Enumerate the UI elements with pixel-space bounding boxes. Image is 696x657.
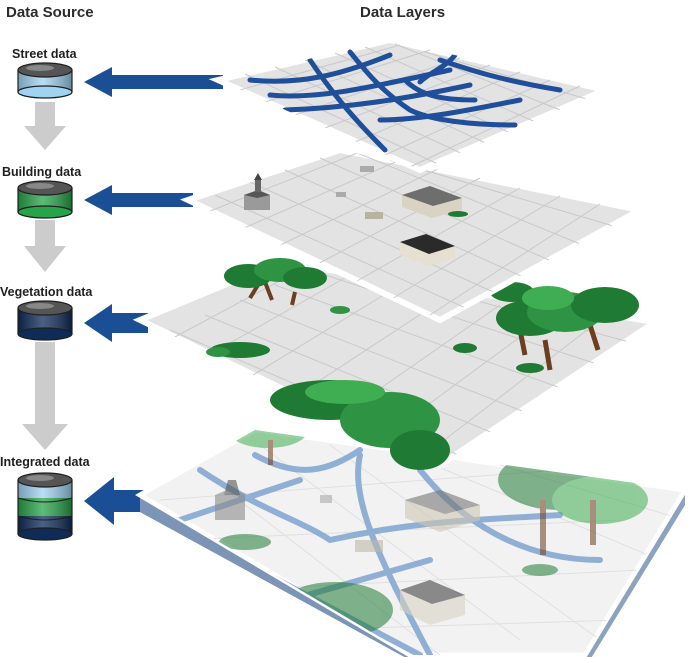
flow-arrow-2	[24, 220, 66, 272]
tree-cluster-left	[224, 258, 327, 306]
integrated-data-label: Integrated data	[0, 455, 90, 469]
flow-arrow-1	[24, 102, 66, 150]
building-data-label: Building data	[2, 165, 82, 179]
flow-arrow-3	[22, 342, 68, 450]
house-dark-roof	[400, 234, 455, 266]
house-large	[402, 186, 468, 218]
tree-cluster-right	[490, 282, 639, 373]
street-data-label: Street data	[12, 47, 77, 61]
vegetation-layer-arrow	[84, 304, 148, 342]
vegetation-layer	[132, 258, 664, 470]
street-database-icon	[17, 62, 73, 99]
data-source-header: Data Source	[6, 4, 94, 21]
data-layers-header: Data Layers	[360, 4, 446, 21]
integrated-database-icon	[17, 472, 73, 541]
shrub-left	[206, 306, 477, 358]
tree-cluster-front	[270, 380, 450, 470]
building-layer	[179, 146, 649, 324]
building-layer-arrow	[84, 185, 193, 215]
church-building	[244, 173, 270, 210]
vegetation-data-label: Vegetation data	[0, 285, 93, 299]
small-building-1	[360, 166, 374, 172]
building-database-icon	[17, 180, 73, 219]
street-layer-arrow	[84, 67, 223, 97]
small-building-2	[336, 192, 346, 197]
small-building-3	[365, 212, 383, 219]
street-layer	[208, 36, 615, 174]
vegetation-database-icon	[17, 300, 73, 341]
